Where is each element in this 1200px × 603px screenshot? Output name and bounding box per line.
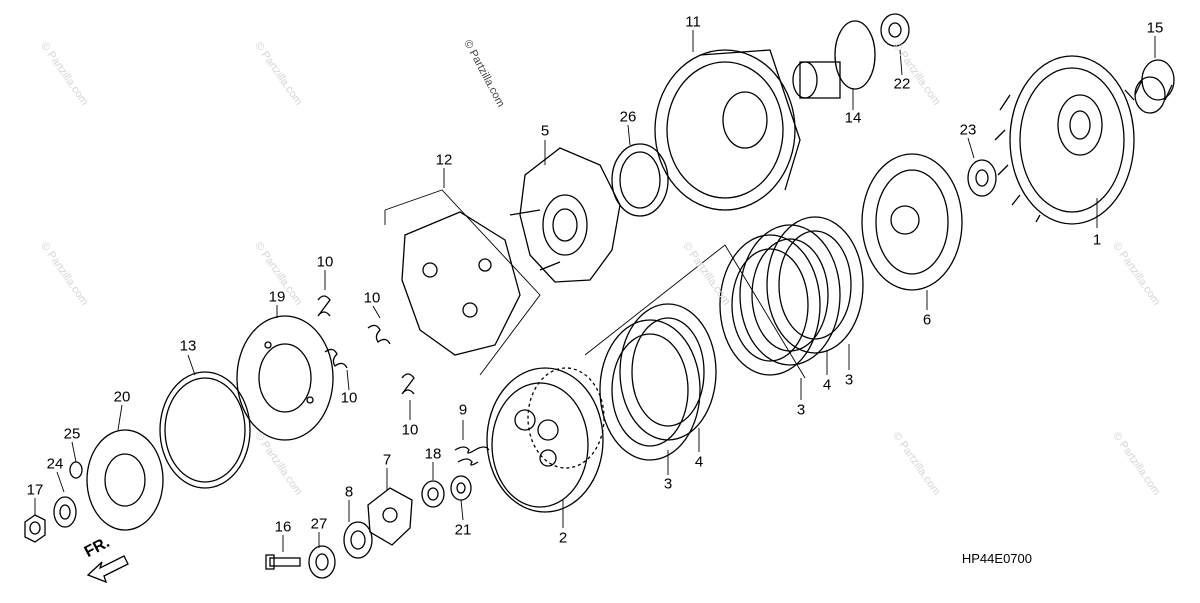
callout-26: 26 — [619, 108, 637, 126]
clutch-outer-part-1 — [994, 55, 1135, 225]
spring-part-10-b — [367, 324, 391, 345]
group-bracket — [384, 189, 541, 376]
callout-13: 13 — [179, 337, 197, 355]
callout-4: 4 — [822, 376, 832, 394]
callout-21: 21 — [454, 521, 472, 539]
plate-part-20 — [86, 429, 164, 531]
callout-4: 4 — [694, 453, 704, 471]
bearing-part-8 — [343, 521, 373, 559]
callout-7: 7 — [382, 451, 392, 469]
plate-group-bracket — [584, 244, 806, 379]
callout-27: 27 — [310, 515, 328, 533]
callout-10: 10 — [316, 253, 334, 271]
washer-part-21 — [450, 475, 472, 501]
callout-10: 10 — [363, 289, 381, 307]
clutch-center-part-2 — [486, 367, 605, 513]
spring-part-10-c — [324, 348, 348, 369]
clutch-plates — [599, 216, 864, 461]
callout-2: 2 — [558, 529, 568, 547]
callout-15: 15 — [1146, 19, 1164, 37]
callout-6: 6 — [922, 311, 932, 329]
one-way-clutch-part-26 — [611, 143, 669, 217]
o-ring-part-13 — [159, 371, 251, 489]
clutch-drum-part-11 — [654, 49, 801, 211]
centrifugal-weights-part-12 — [401, 211, 521, 356]
callout-14: 14 — [844, 109, 862, 127]
spring-part-10-a — [317, 295, 331, 317]
washer-part-23 — [967, 159, 997, 197]
washer-part-22 — [880, 13, 910, 47]
nut-part-18 — [421, 480, 445, 508]
callout-23: 23 — [959, 121, 977, 139]
callout-17: 17 — [26, 481, 44, 499]
callout-9: 9 — [458, 401, 468, 419]
callout-10: 10 — [401, 421, 419, 439]
spring-part-10-d — [401, 373, 415, 395]
bolt-part-16 — [265, 554, 301, 570]
callout-20: 20 — [113, 388, 131, 406]
leader-lines — [34, 30, 1156, 552]
callout-3: 3 — [663, 475, 673, 493]
primary-gear-part-14 — [792, 20, 876, 99]
callout-3: 3 — [844, 371, 854, 389]
bushing-part-15 — [1134, 59, 1175, 114]
plate-part-19 — [236, 315, 334, 441]
callout-8: 8 — [344, 483, 354, 501]
callout-25: 25 — [63, 425, 81, 443]
callout-11: 11 — [685, 13, 701, 31]
callout-22: 22 — [893, 75, 911, 93]
callout-5: 5 — [540, 122, 550, 140]
washer-part-25 — [69, 461, 83, 479]
lifter-plate-part-7 — [367, 487, 413, 546]
bearing-part-27 — [308, 545, 336, 579]
spring-part-9 — [454, 446, 490, 466]
callout-16: 16 — [274, 518, 292, 536]
drawing-code: HP44E0700 — [961, 551, 1032, 566]
callout-10: 10 — [340, 389, 358, 407]
callout-3: 3 — [796, 401, 806, 419]
front-direction-arrow — [86, 555, 129, 584]
nut-part-17 — [24, 514, 46, 543]
washer-part-24 — [53, 496, 77, 528]
callout-24: 24 — [46, 455, 64, 473]
callout-19: 19 — [268, 288, 286, 306]
pressure-plate-part-6 — [861, 153, 963, 291]
drive-plate-part-5 — [509, 147, 621, 283]
callout-1: 1 — [1092, 231, 1102, 249]
callout-18: 18 — [424, 445, 442, 463]
callout-12: 12 — [435, 151, 453, 169]
